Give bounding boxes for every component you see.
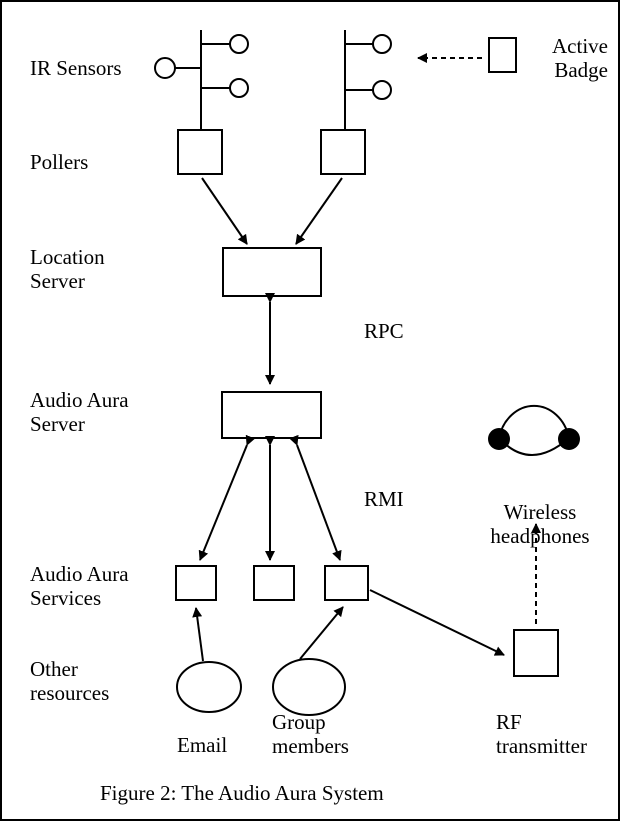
rpc-label: RPC [364, 319, 404, 343]
ir-sensor-circle [229, 34, 249, 54]
audio-aura-services-label: Audio Aura Services [30, 562, 129, 610]
headphones-icon [488, 404, 580, 456]
other-resources-label: Other resources [30, 657, 110, 705]
pollers-label: Pollers [30, 150, 89, 174]
email-to-service-arrow [192, 607, 204, 662]
service-box [324, 565, 369, 601]
rmi-label: RMI [364, 487, 404, 511]
location-server-box [222, 247, 322, 297]
location-server-label: Location Server [30, 245, 105, 293]
rf-transmitter-label: RF transmitter [496, 710, 587, 758]
service-to-rf-arrow [369, 589, 505, 656]
ir-sensor-tree-right [344, 30, 392, 130]
email-resource-ellipse [176, 661, 242, 713]
poller-to-location-arrow [201, 177, 248, 245]
group-members-resource-ellipse [272, 658, 346, 716]
poller-box-right [320, 129, 366, 175]
active-badge-label: Active Badge [552, 34, 608, 82]
figure-caption: Figure 2: The Audio Aura System [100, 781, 384, 805]
group-to-service-arrow [299, 606, 344, 660]
ir-sensor-circle [372, 34, 392, 54]
ir-sensors-label: IR Sensors [30, 56, 122, 80]
rmi-arrow [289, 434, 342, 561]
ir-sensor-circle [229, 78, 249, 98]
wireless-headphones-label: Wireless headphones [490, 500, 590, 548]
service-box [253, 565, 295, 601]
audio-aura-server-label: Audio Aura Server [30, 388, 129, 436]
ir-sensor-tree-left [154, 30, 249, 130]
group-members-label: Group members [272, 710, 349, 758]
ir-sensor-circle [372, 80, 392, 100]
poller-to-location-arrow [295, 177, 343, 245]
email-label: Email [177, 733, 228, 757]
poller-box-left [177, 129, 223, 175]
service-box [175, 565, 217, 601]
rmi-arrow [198, 434, 256, 561]
ir-sensor-circle [154, 57, 176, 79]
active-badge-box [488, 37, 517, 73]
audio-aura-server-box [221, 391, 322, 439]
rf-transmitter-box [513, 629, 559, 677]
